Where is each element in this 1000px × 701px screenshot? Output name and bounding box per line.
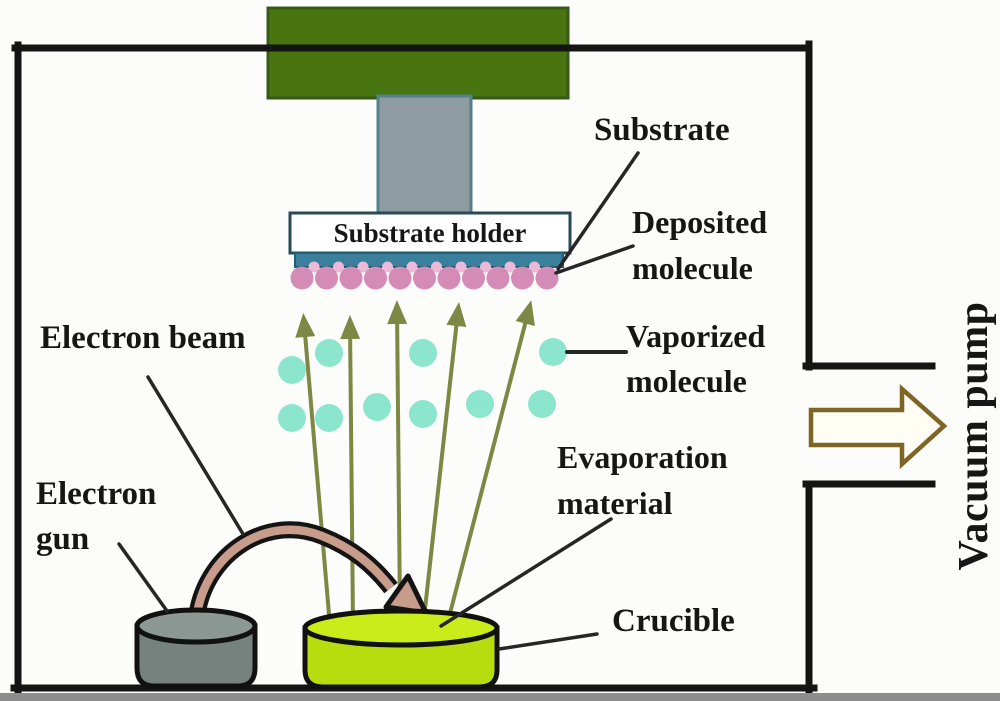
crucible-pointer-line <box>497 632 599 651</box>
electron-beam-curve <box>188 521 429 616</box>
deposited-molecule-label: Deposited molecule <box>632 204 768 286</box>
electron-beam-label: Electron beam <box>40 320 246 356</box>
deposited-molecules-row <box>290 266 559 290</box>
evaporation-material-pointer-line <box>439 517 613 628</box>
vapor-arrow <box>387 300 408 615</box>
evaporation-material-label: Evaporation material <box>557 439 728 521</box>
vacuum-pump-label: Vacuum pump <box>951 301 997 571</box>
crucible <box>302 608 500 690</box>
electron-gun-label: Electron gun <box>36 476 157 557</box>
label-pointer-lines <box>117 151 640 651</box>
deposited-molecule-pointer-line <box>554 244 635 275</box>
electron-beam-curve-fill <box>192 525 395 615</box>
vaporized-molecules <box>278 338 567 432</box>
holder-mount-block <box>266 6 570 100</box>
bottom-edge-strip <box>0 693 1000 701</box>
substrate-holder-label: Substrate holder <box>333 218 527 248</box>
substrate-holder-box <box>288 211 572 255</box>
vapor-arrow <box>446 300 535 622</box>
holder-stem <box>376 94 473 218</box>
substrate-label: Substrate <box>594 112 730 148</box>
vapor-arrow <box>295 313 332 627</box>
electron-beam-curve-outline <box>188 521 398 616</box>
electron-gun <box>134 607 258 689</box>
vacuum-chamber-walls <box>10 40 936 695</box>
crucible-label: Crucible <box>612 603 735 639</box>
electron-gun-pointer-line <box>117 542 169 613</box>
electron-gun-top <box>134 607 258 645</box>
deposited-molecules-back-row <box>308 261 540 273</box>
vacuum-pump-arrow <box>808 384 948 470</box>
vapor-arrow <box>340 315 361 625</box>
vapor-arrow <box>422 302 467 619</box>
vaporized-molecule-label: Vaporized molecule <box>626 318 766 399</box>
vapor-stream-arrows <box>295 300 535 627</box>
substrate-pointer-line <box>556 151 640 271</box>
electron-beam-pointer-line <box>146 375 245 536</box>
evaporation-material-surface <box>302 608 500 648</box>
